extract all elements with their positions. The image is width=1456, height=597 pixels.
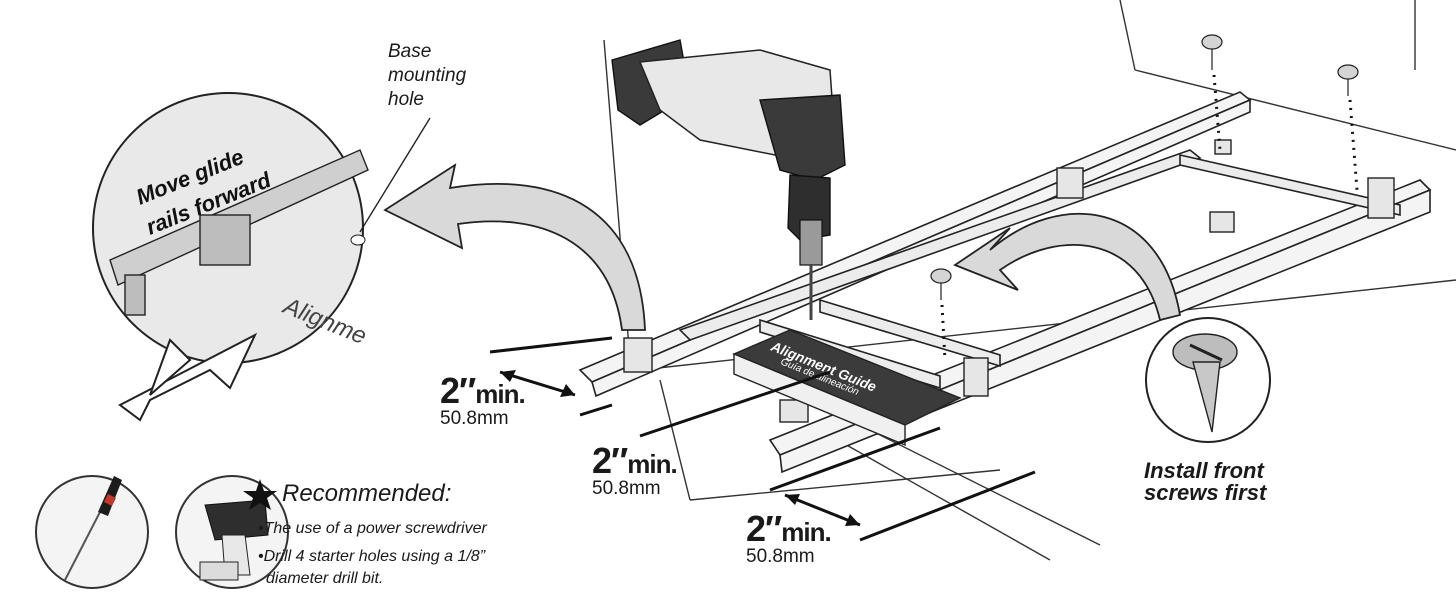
- base-hole-pointer: [359, 117, 431, 233]
- screwdriver-icon: [35, 475, 149, 589]
- screw-closeup: [1145, 317, 1271, 443]
- rail-brackets: [623, 139, 1395, 423]
- recommended-item-1: •The use of a power screwdriver: [258, 520, 487, 537]
- curved-arrows: [383, 163, 1182, 331]
- power-drill-small-icon: [175, 475, 289, 589]
- forward-arrow-head: [149, 338, 192, 396]
- base-mounting-hole-label: Base mounting hole: [388, 41, 467, 110]
- star-icon: [243, 479, 277, 510]
- dimension-lines: [489, 336, 1036, 542]
- dimension-1: 2″min. 50.8mm: [440, 370, 526, 429]
- forward-arrow: [118, 332, 258, 422]
- recommended-item-3: diameter drill bit.: [266, 570, 384, 587]
- install-front-screws-label: Install front screws first: [1144, 458, 1267, 505]
- recommended-list: •The use of a power screwdriver •Drill 4…: [258, 518, 487, 590]
- dimension-2: 2″min. 50.8mm: [592, 440, 678, 499]
- magnified-view: Alignme Move glide rails forward: [92, 92, 370, 364]
- screw-guides: [940, 74, 1359, 361]
- power-drill-icon: [611, 39, 846, 320]
- screw-icon: [930, 34, 1359, 300]
- dimension-arrowheads: [500, 370, 860, 526]
- recommended-title: Recommended:: [282, 480, 452, 507]
- dimension-3: 2″min. 50.8mm: [746, 508, 832, 567]
- recommended-item-2: •Drill 4 starter holes using a 1/8”: [258, 548, 486, 565]
